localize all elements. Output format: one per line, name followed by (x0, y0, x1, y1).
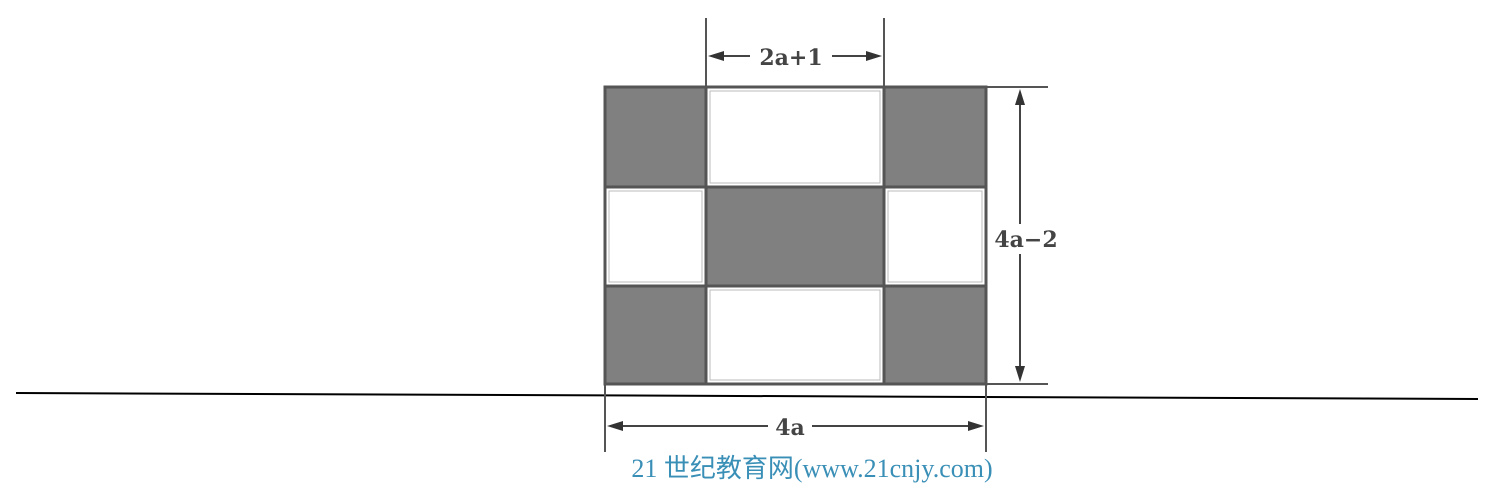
grid-cell-r2-c2-shaded (704, 185, 886, 288)
grid-cell-inner-border (608, 190, 703, 283)
watermark-text: 21 世纪教育网(www.21cnjy.com) (0, 448, 1492, 485)
grid-cell-inner-border (887, 190, 983, 283)
grid-cell-r3-c1-shaded (603, 284, 708, 386)
right-arrow-bottom (1015, 366, 1025, 382)
top-arrow-right (866, 51, 882, 61)
grid-cell-inner-border (709, 289, 881, 381)
grid-cells (603, 85, 988, 386)
bottom-dimension-label: 4a (775, 415, 805, 441)
top-dimension-label: 2a+1 (759, 45, 822, 71)
ground-line (15, 392, 1479, 400)
bottom-arrow-right (968, 421, 984, 431)
bottom-arrow-left (607, 421, 623, 431)
grid-cell-r2-c1-unshaded (603, 185, 708, 288)
top-arrow-left (708, 51, 724, 61)
watermark-label: 21 世纪教育网(www.21cnjy.com) (631, 454, 993, 483)
grid-cell-r2-c3-unshaded (882, 185, 988, 288)
right-arrow-top (1015, 89, 1025, 105)
outer-rectangle (603, 85, 988, 386)
grid-cell-inner-border (709, 90, 881, 184)
grid-cell-r3-c3-shaded (882, 284, 988, 386)
grid-cell-r1-c2-unshaded (704, 85, 886, 189)
grid-cell-r1-c1-shaded (603, 85, 708, 189)
grid-cell-r3-c2-unshaded (704, 284, 886, 386)
grid-cell-r1-c3-shaded (882, 85, 988, 189)
right-dimension-label: 4a−2 (994, 227, 1057, 253)
